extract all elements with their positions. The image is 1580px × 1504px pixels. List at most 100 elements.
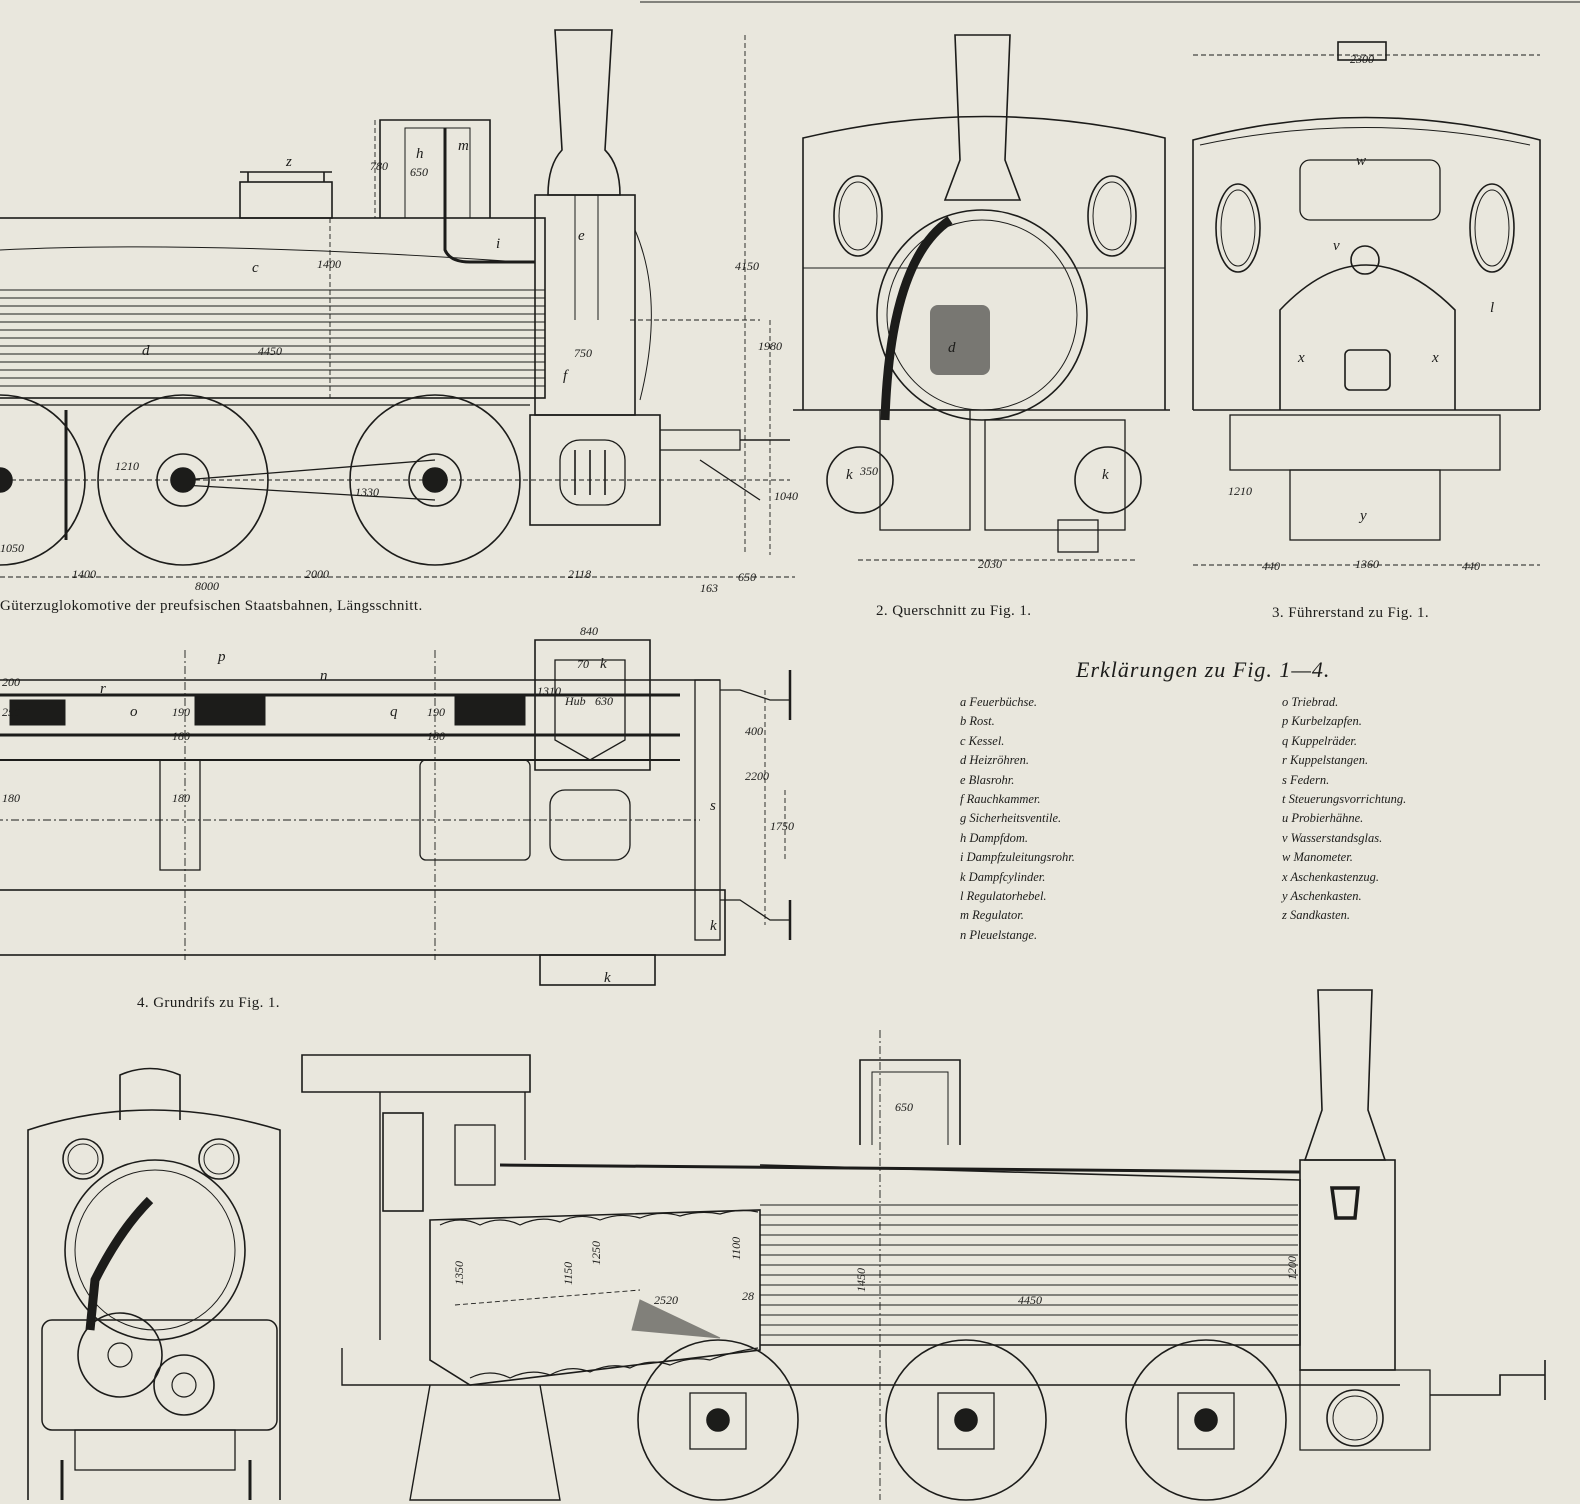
fig3-letter: w (1356, 153, 1366, 169)
fig4-dim: 190 (427, 705, 445, 719)
fig2-chimney (943, 34, 1022, 201)
fig4-letter: k (600, 656, 607, 672)
fig4-letter: r (100, 681, 106, 697)
fig5-window-right (198, 1138, 240, 1180)
fig4-letter: p (217, 649, 226, 665)
fig1-dim: 1400 (72, 567, 96, 581)
legend-item: t Steuerungsvorrichtung. (1282, 792, 1407, 807)
fig1-letter: d (142, 343, 150, 359)
legend-item: e Blasrohr. (960, 772, 1015, 787)
fig4-dim: 180 (172, 791, 190, 805)
fig1-dim: 163 (700, 581, 718, 595)
fig1-letter: c (252, 260, 259, 276)
fig4-dim: 180 (427, 729, 445, 743)
legend-item: a Feuerbüchse. (960, 695, 1038, 709)
fig3-manometer (1350, 245, 1380, 275)
legend-item: k Dampfcylinder. (960, 869, 1046, 884)
fig2-letter: d (948, 340, 956, 356)
fig1-letter: i (496, 236, 500, 252)
fig3-dim: 1210 (1228, 484, 1252, 498)
fig4-letter: s (710, 798, 716, 814)
fig4-dim: 630 (595, 694, 613, 708)
fig6-dim: 1200 (1285, 1256, 1299, 1280)
fig4-dim: 2200 (745, 769, 769, 783)
fig6-wheel-hub (954, 1408, 978, 1432)
fig2-boiler (876, 209, 1088, 421)
fig4-dim: 1750 (770, 819, 794, 833)
fig4-dim: 840 (580, 624, 598, 638)
fig6-steam-dome (859, 1059, 961, 1145)
fig4-cylinder-k (539, 954, 656, 986)
fig1-letter: m (458, 138, 469, 154)
fig2-tube-plate (930, 305, 990, 375)
fig3-letter: x (1297, 350, 1305, 366)
legend-item: v Wasserstandsglas. (1282, 830, 1383, 845)
legend-item: u Probierhähne. (1282, 811, 1364, 826)
fig6-ashpan (409, 1384, 561, 1501)
fig5-boiler (64, 1159, 246, 1341)
legend-item: s Federn. (1282, 772, 1330, 787)
fig6-dim: 2520 (654, 1293, 678, 1307)
fig5-valve-chest (153, 1354, 215, 1416)
fig1-dim: 4150 (735, 259, 759, 273)
fig2-dim: 2030 (978, 557, 1002, 571)
fig4-dim: 200 (2, 675, 20, 689)
fig3-dim: 2300 (1350, 52, 1374, 66)
fig4-axle-box (194, 694, 266, 726)
fig4-buffer-beam (694, 679, 721, 941)
fig1-longitudinal-section: 1400 8000 2000 2118 650 1330 1210 4450 1… (0, 29, 798, 595)
legend-title: Erklärungen zu Fig. 1—4. (1076, 657, 1331, 682)
fig1-steam-dome (379, 119, 491, 218)
fig3-letter: y (1358, 508, 1367, 524)
fig3-cab-outline (1192, 116, 1541, 410)
fig6-dim: 1150 (561, 1262, 575, 1285)
legend-item: d Heizröhren. (960, 753, 1029, 768)
fig1-letter: h (416, 146, 424, 162)
legend-item: h Dampfdom. (960, 830, 1029, 845)
fig3-letter: v (1333, 238, 1340, 254)
fig5-cylinder (77, 1312, 163, 1398)
fig3-letter: l (1490, 300, 1494, 316)
legend-item: o Triebrad. (1282, 695, 1339, 709)
fig4-frame (0, 889, 726, 956)
legend-item: i Dampfzuleitungsrohr. (960, 850, 1075, 865)
legend-item: m Regulator. (960, 908, 1024, 923)
fig2-cylinder-left (826, 446, 894, 514)
fig2-dim: 350 (859, 464, 878, 478)
fig6-wheel (885, 1339, 1047, 1501)
fig4-dim: 70 (577, 657, 589, 671)
fig5-window-left (62, 1138, 104, 1180)
fig1-dim: 1330 (355, 485, 379, 499)
fig1-dim: 750 (574, 346, 592, 360)
fig1-dim: 2000 (305, 567, 329, 581)
fig6-cab-window (382, 1112, 424, 1212)
fig2-letter: i (912, 258, 916, 274)
fig6-dim: 28 (742, 1289, 754, 1303)
fig6-wheel-hub (1194, 1408, 1218, 1432)
legend-item: g Sicherheitsventile. (960, 811, 1062, 826)
legend-item: y Aschenkasten. (1282, 889, 1362, 904)
fig6-chimney (1303, 989, 1387, 1161)
fig4-dim: 250 (2, 705, 20, 719)
fig1-dimension-lines (0, 35, 795, 578)
fig1-dim: 1400 (317, 257, 341, 271)
legend-item: w Manometer. (1282, 850, 1353, 865)
legend-right-column: o Triebrad. p Kurbelzapfen. q Kuppelräde… (1282, 693, 1406, 926)
fig6-smokebox (1299, 1159, 1396, 1371)
caption-fig1: Güterzuglokomotive der preufsischen Staa… (0, 598, 423, 614)
fig1-fire-tubes (0, 289, 545, 387)
fig2-letter: k (1102, 467, 1109, 483)
legend-item: c Kessel. (960, 733, 1005, 748)
fig4-axle-box (9, 699, 66, 726)
fig2-cross-section: 2030 350 i d k k (793, 34, 1170, 571)
fig1-letter: f (563, 368, 569, 384)
fig4-cylinder-block (534, 639, 651, 771)
fig6-cylinder-end (1326, 1389, 1384, 1447)
fig3-window-right (1469, 183, 1515, 273)
fig1-letter: e (578, 228, 585, 244)
legend-item: x Aschenkastenzug. (1282, 869, 1379, 884)
fig6-fire-tubes (760, 1204, 1298, 1336)
fig2-cylinder-right (1074, 446, 1142, 514)
fig6-dim: 4450 (1018, 1293, 1042, 1307)
fig3-letter: x (1431, 350, 1439, 366)
